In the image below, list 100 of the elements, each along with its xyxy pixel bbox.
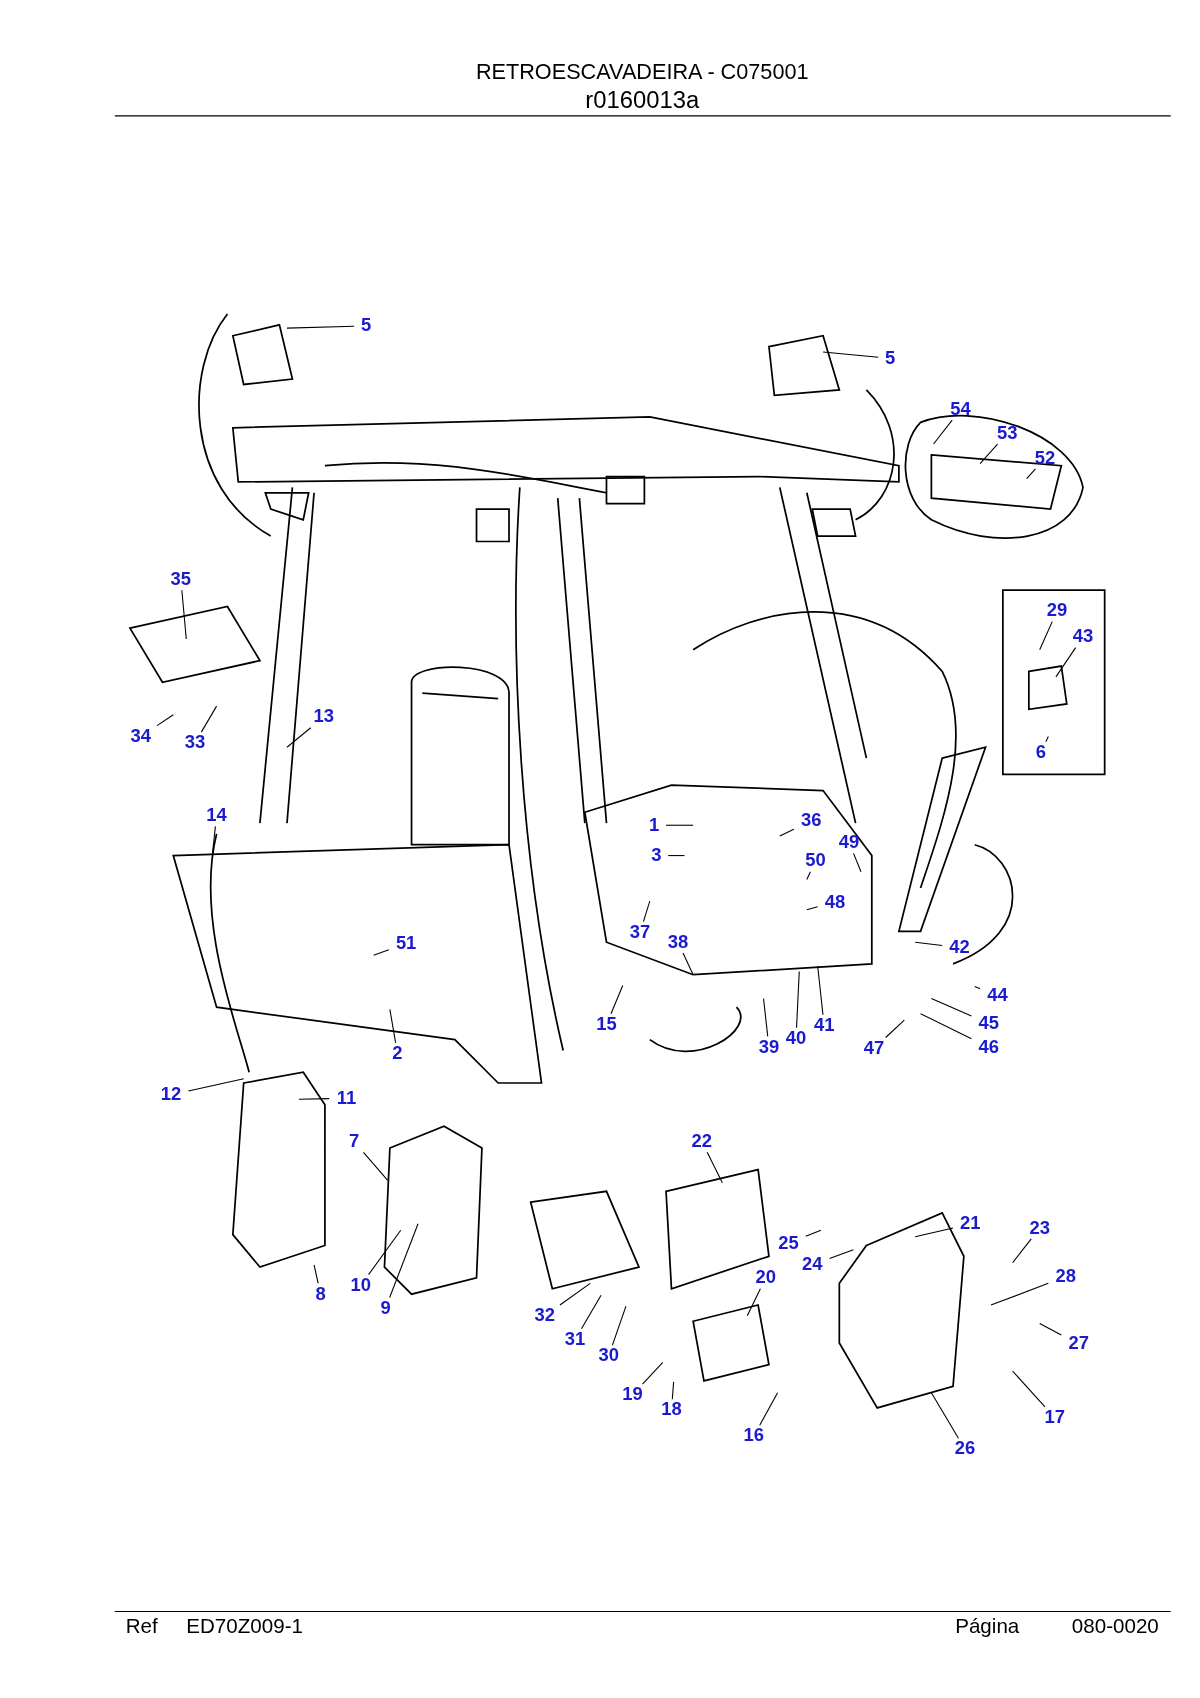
callout-number: 49	[838, 832, 860, 853]
leader-line	[559, 1282, 591, 1306]
leader-line	[611, 1305, 627, 1346]
callout-number: 32	[534, 1306, 555, 1326]
callout-number: 29	[1046, 601, 1068, 621]
callout-number: 54	[950, 399, 971, 420]
leader-line	[313, 1264, 319, 1284]
page-title: RETROESCAVADEIRA - C075001	[475, 59, 809, 85]
leader-line	[181, 589, 187, 640]
callout-number: 27	[1068, 1334, 1089, 1354]
callout-number: 52	[1034, 448, 1056, 468]
leader-line	[187, 1078, 245, 1092]
leader-line	[974, 986, 981, 990]
callout-number: 5	[885, 348, 896, 369]
leader-line	[362, 1151, 389, 1181]
leader-line	[286, 325, 355, 329]
leader-line	[642, 1361, 664, 1385]
callout-number: 15	[596, 1014, 617, 1035]
callout-number: 53	[996, 423, 1018, 443]
callout-number: 7	[349, 1131, 360, 1152]
callout-number: 21	[960, 1214, 981, 1234]
callout-number: 33	[184, 733, 206, 753]
callout-number: 26	[954, 1439, 976, 1459]
leader-line	[368, 1229, 402, 1276]
leader-line	[806, 871, 811, 880]
leader-line	[979, 443, 999, 465]
callout-number: 11	[336, 1088, 357, 1108]
callout-number: 2	[392, 1044, 403, 1064]
callout-number: 1	[649, 815, 660, 835]
page-number: 080-0020	[1071, 1614, 1159, 1639]
callout-number: 45	[978, 1013, 1000, 1034]
callout-number: 12	[160, 1085, 182, 1105]
leader-line	[389, 1008, 397, 1044]
callout-number: 25	[778, 1233, 799, 1254]
callout-number: 43	[1072, 627, 1094, 647]
callout-number: 39	[758, 1037, 780, 1057]
callout-number: 14	[206, 805, 227, 826]
leader-line	[1045, 735, 1049, 743]
callout-number: 38	[667, 932, 689, 952]
leader-line	[829, 1249, 854, 1260]
leader-line	[389, 1223, 419, 1298]
leader-line	[156, 714, 174, 727]
callout-number: 20	[755, 1268, 776, 1288]
leader-line	[805, 1229, 822, 1237]
drawing-code: r0160013a	[585, 86, 700, 115]
leader-line	[642, 900, 651, 923]
leader-line	[914, 1227, 954, 1238]
leader-line	[706, 1151, 723, 1184]
callout-number: 10	[350, 1275, 371, 1296]
reference-label: Ref	[125, 1614, 158, 1639]
leader-line	[1055, 647, 1077, 678]
leader-line	[667, 855, 685, 857]
leader-line	[200, 705, 218, 733]
callout-number: 24	[802, 1255, 823, 1275]
leader-line	[920, 1013, 972, 1040]
callout-number: 36	[800, 811, 822, 831]
leader-line	[817, 965, 824, 1016]
callout-number: 48	[824, 892, 846, 912]
callout-number: 41	[813, 1015, 835, 1036]
callout-number: 37	[629, 922, 651, 943]
callout-number: 47	[863, 1038, 885, 1059]
leader-line	[852, 852, 862, 873]
leader-line	[211, 825, 216, 857]
callout-number: 13	[313, 707, 335, 727]
reference-number: ED70Z009-1	[186, 1614, 303, 1639]
leader-line	[286, 727, 312, 748]
leader-line	[796, 970, 800, 1029]
callout-number: 9	[380, 1298, 391, 1318]
leader-line	[762, 998, 769, 1037]
leader-line	[914, 941, 943, 946]
leader-line	[990, 1282, 1049, 1306]
callout-number: 50	[805, 851, 826, 871]
callout-number: 51	[395, 933, 417, 954]
leader-line	[1012, 1238, 1032, 1264]
leader-line	[1039, 621, 1053, 651]
callout-number: 16	[743, 1426, 764, 1446]
leader-line	[933, 419, 953, 445]
callout-number: 28	[1055, 1267, 1076, 1287]
callout-number: 22	[691, 1131, 713, 1152]
leader-line	[746, 1288, 761, 1317]
callout-number: 17	[1044, 1407, 1066, 1428]
leader-line	[610, 985, 624, 1015]
callout-number: 31	[564, 1329, 586, 1350]
leader-line	[759, 1392, 779, 1426]
leader-line	[930, 1392, 959, 1439]
leader-line	[682, 952, 694, 976]
callout-number: 5	[360, 316, 372, 336]
leader-line	[930, 998, 972, 1017]
callout-number: 18	[661, 1400, 682, 1420]
callout-number: 8	[315, 1284, 326, 1304]
leader-line	[1039, 1322, 1062, 1336]
leader-line	[1026, 468, 1036, 480]
page-label: Página	[955, 1614, 1020, 1639]
leader-line	[671, 1381, 675, 1400]
callout-number: 19	[622, 1385, 643, 1405]
callout-number: 30	[598, 1346, 619, 1366]
callout-number: 3	[651, 845, 662, 866]
callout-number: 23	[1029, 1218, 1050, 1238]
callout-number: 6	[1035, 742, 1046, 763]
callout-number: 42	[949, 937, 970, 958]
